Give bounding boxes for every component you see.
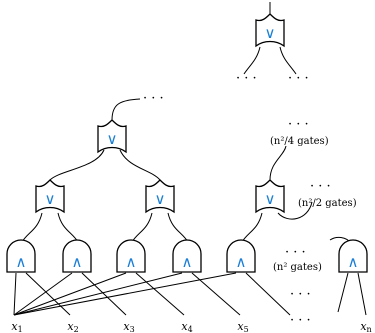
wire xyxy=(131,212,153,243)
and-symbol: ∧ xyxy=(72,253,83,271)
input-labels: x1 x2 x3 x4 x5 xn xyxy=(11,320,371,333)
wire xyxy=(49,149,105,181)
wire xyxy=(269,145,287,181)
wire xyxy=(13,272,17,316)
wire xyxy=(245,272,291,316)
wire xyxy=(279,46,297,75)
and-symbol: ∧ xyxy=(126,253,137,271)
wire xyxy=(357,272,367,316)
or-gate: ∨ xyxy=(97,119,127,154)
or-symbol: ∨ xyxy=(45,190,56,208)
wire xyxy=(191,272,241,316)
or-symbol: ∨ xyxy=(265,24,276,42)
or-gate: ∨ xyxy=(255,13,285,48)
input-label: x3 xyxy=(123,320,134,333)
ellipsis: · · · xyxy=(310,179,331,194)
wire xyxy=(277,201,313,220)
wire xyxy=(111,98,141,121)
and-symbol: ∧ xyxy=(348,253,359,271)
wires xyxy=(13,2,367,316)
and-gate-count: (n² gates) xyxy=(273,262,322,273)
or-symbol: ∨ xyxy=(265,190,276,208)
wire xyxy=(81,272,127,316)
wire xyxy=(13,272,73,316)
and-gate: ∧ xyxy=(172,239,202,273)
input-label: x5 xyxy=(237,320,248,333)
ellipsis: · · · xyxy=(290,313,311,328)
or-symbol: ∨ xyxy=(107,130,118,148)
or-top-gate-count: (n²/4 gates) xyxy=(270,136,329,147)
input-label: x4 xyxy=(181,320,192,333)
or-symbol: ∨ xyxy=(155,190,166,208)
wire xyxy=(13,272,237,316)
wire xyxy=(25,272,71,316)
ellipsis: · · · xyxy=(290,287,311,302)
input-label: x2 xyxy=(67,320,78,333)
wire xyxy=(167,212,189,243)
ellipsis: · · · xyxy=(288,71,309,86)
wire xyxy=(57,212,79,243)
or-gate: ∨ xyxy=(255,179,285,214)
wire xyxy=(21,212,43,243)
or-mid-gate-count: (n²/2 gates) xyxy=(298,198,357,209)
ellipsis: · · · xyxy=(288,117,309,132)
wire xyxy=(241,212,263,243)
wire xyxy=(243,46,261,75)
input-label: x1 xyxy=(11,320,22,333)
wire xyxy=(13,272,183,316)
or-gate: ∨ xyxy=(145,179,175,214)
input-label: xn xyxy=(360,320,371,333)
and-symbol: ∧ xyxy=(182,253,193,271)
wire xyxy=(119,149,161,181)
and-symbol: ∧ xyxy=(16,253,27,271)
and-gate: ∧ xyxy=(338,239,368,273)
and-gate: ∧ xyxy=(116,239,146,273)
ellipsis: · · · xyxy=(285,245,306,260)
and-gate: ∧ xyxy=(226,239,256,273)
or-gate: ∨ xyxy=(35,179,65,214)
wire xyxy=(135,272,185,316)
ellipsis: · · · xyxy=(143,91,164,106)
and-gate: ∧ xyxy=(6,239,36,273)
ellipsis: · · · xyxy=(236,71,257,86)
and-gate: ∧ xyxy=(62,239,92,273)
wire xyxy=(337,272,349,313)
and-symbol: ∧ xyxy=(236,253,247,271)
wire xyxy=(13,272,127,316)
